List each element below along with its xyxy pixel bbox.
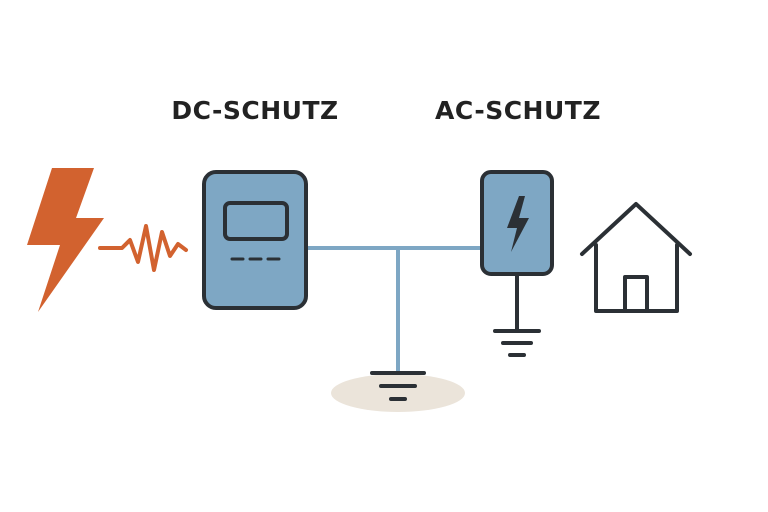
lightning-bolt-icon <box>27 168 104 312</box>
ac-surge-protector-icon <box>480 170 554 276</box>
house-icon <box>580 202 692 313</box>
connection-wires <box>306 246 482 373</box>
ac-protection-label: AC-SCHUTZ <box>435 96 601 125</box>
surge-wave-icon <box>98 224 188 272</box>
ground-shadow <box>331 374 465 412</box>
ac-ground-icon <box>493 274 541 357</box>
dc-protection-label: DC-SCHUTZ <box>171 96 339 125</box>
dc-surge-protector-icon <box>202 170 308 310</box>
ground-icon <box>370 371 426 401</box>
